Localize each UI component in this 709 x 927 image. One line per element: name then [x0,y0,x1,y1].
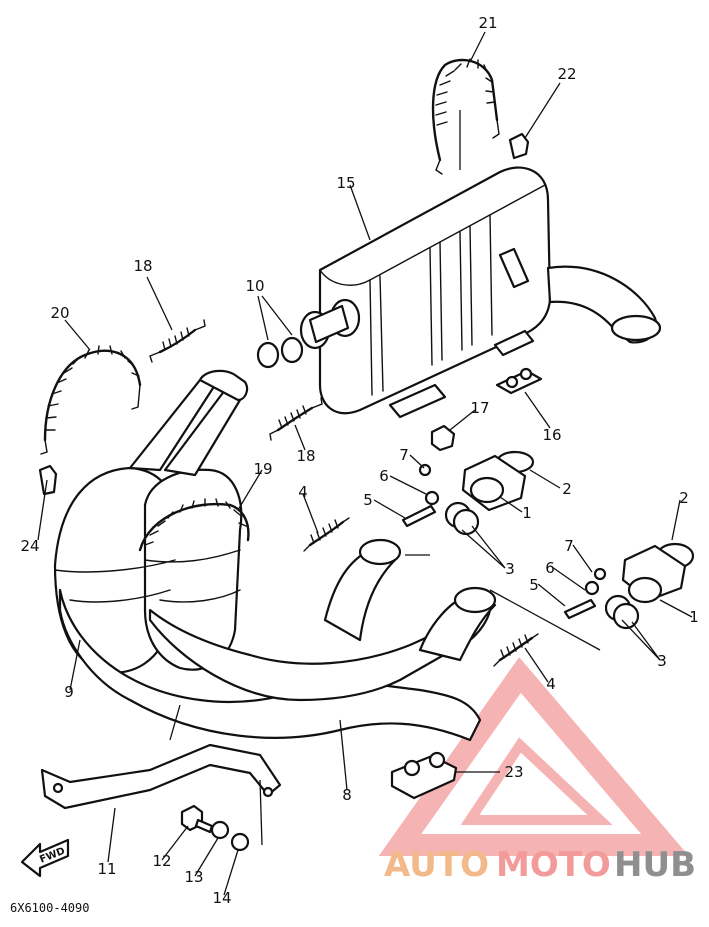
callout-7-lower: 7 [564,537,574,555]
leader-lines [37,31,693,896]
callout-labels: 21 22 15 18 10 20 18 17 16 7 6 5 2 1 3 1… [20,14,698,907]
callout-20: 20 [50,304,69,322]
part-24-clip [38,464,58,496]
part-4-spring-lower [493,633,539,667]
diagram-code: 6X6100-4090 [10,901,89,915]
part-5-bolt-upper [401,504,437,528]
callout-5-lower: 5 [529,576,539,594]
callout-18-upper: 18 [133,257,152,275]
part-21-spring [431,58,500,175]
part-11-stay [40,743,282,810]
muffler-inlet [299,298,361,350]
watermark-hub: HUB [614,845,696,885]
callout-2-upper: 2 [562,480,572,498]
part-3-ring-upper-b [452,508,480,536]
fwd-arrow-icon: FWD [20,838,70,878]
callout-8: 8 [342,786,352,804]
part-17-cap [430,424,456,452]
callout-5-upper: 5 [363,491,373,509]
part-23-damper [390,751,458,800]
callout-19: 19 [253,460,272,478]
callout-14: 14 [212,889,231,907]
callout-4-upper: 4 [298,483,308,501]
part-5-bolt-lower [563,598,597,620]
upper-flange-set [401,450,535,536]
part-16-damper [495,367,543,395]
callout-1-lower: 1 [689,608,699,626]
part-18-spring-lower [269,397,323,441]
part-15-muffler [299,166,662,419]
callout-18-lower: 18 [296,447,315,465]
part-14-nut [230,832,250,852]
callout-6-upper: 6 [379,467,389,485]
callout-17: 17 [470,399,489,417]
watermark-logo [378,657,689,856]
callout-3-lower: 3 [657,652,667,670]
part-19-spring-wrap [138,498,250,552]
callout-21: 21 [478,14,497,32]
lower-flange-set [563,542,695,630]
callout-1-upper: 1 [522,504,532,522]
part-20-spring [40,345,142,455]
callout-22: 22 [557,65,576,83]
callout-13: 13 [184,868,203,886]
part-22-clip [508,132,530,160]
callout-23: 23 [504,763,523,781]
watermark-text: AUTO MOTO HUB [384,845,696,885]
watermark-auto: AUTO [384,845,489,885]
callout-9: 9 [64,683,74,701]
callout-12: 12 [152,852,171,870]
watermark-moto: MOTO [496,845,611,885]
callout-15: 15 [336,174,355,192]
part-13-washer [210,820,230,840]
callout-11: 11 [97,860,116,878]
callout-7-upper: 7 [399,446,409,464]
callout-6-lower: 6 [545,559,555,577]
callout-16: 16 [542,426,561,444]
callout-4-lower: 4 [546,675,556,693]
part-18-spring-upper [149,319,206,363]
callout-2-lower: 2 [679,489,689,507]
part-9-exhaust-pipe-assembly [53,369,497,742]
callout-10: 10 [245,277,264,295]
callout-3-upper: 3 [505,560,515,578]
part-12-bolt [180,804,214,834]
part-10-gaskets [256,336,304,369]
part-4-spring-upper [303,517,350,552]
callout-24: 24 [20,537,39,555]
watermark-triangle-inner [460,737,613,825]
watermark-triangle [378,657,689,856]
